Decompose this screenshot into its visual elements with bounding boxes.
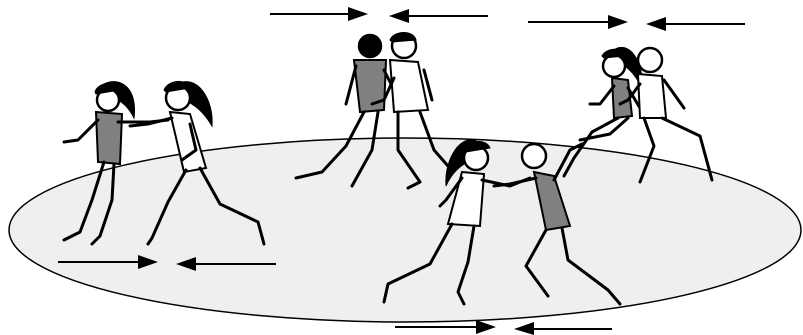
head-icon	[359, 35, 381, 57]
cap-icon	[390, 33, 416, 43]
shirt-white	[390, 60, 428, 112]
shirt-dark	[354, 60, 386, 112]
arrow-right-icon	[528, 15, 628, 29]
arrow-left-icon	[646, 17, 745, 31]
head-icon	[603, 55, 625, 77]
head-icon	[522, 144, 546, 168]
head-icon	[638, 48, 662, 72]
arrow-left-icon	[514, 322, 612, 335]
shirt-white	[638, 74, 666, 118]
arrows-top-center	[270, 7, 488, 23]
ground-ellipse	[9, 138, 801, 322]
arrows-top-right	[528, 15, 745, 31]
arrow-left-icon	[389, 9, 488, 23]
shirt-dark	[96, 112, 122, 164]
arrow-right-icon	[270, 7, 368, 21]
